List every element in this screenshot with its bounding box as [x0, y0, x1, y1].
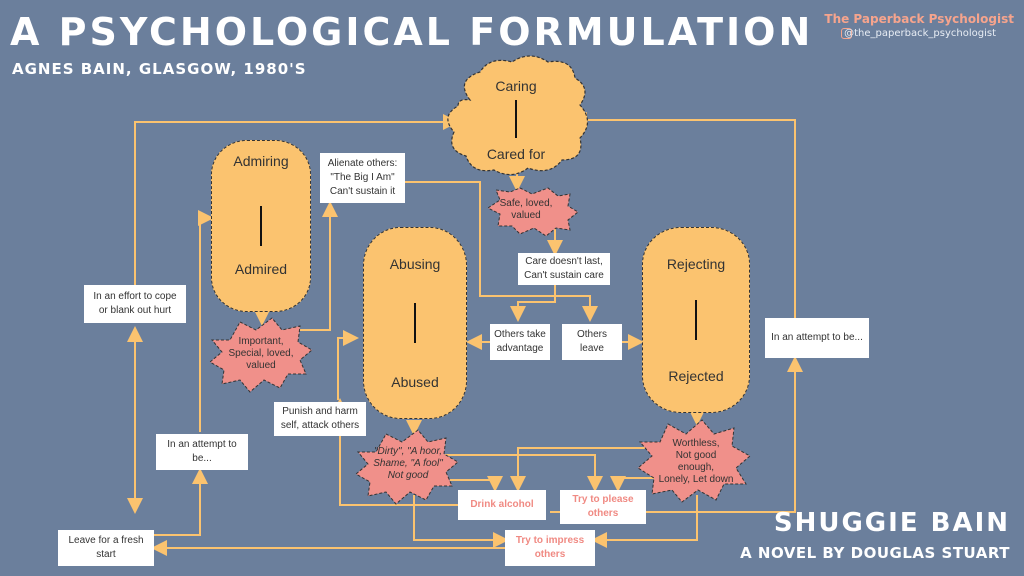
caring-divider — [515, 100, 517, 138]
worthless-burst — [637, 419, 751, 503]
effort-to-cope-text: In an effort to cope or blank out hurt — [93, 291, 177, 316]
arrow-worthless-to-impress — [591, 495, 698, 548]
punish-box: Punish and harm self, attack others — [274, 402, 366, 436]
arrow-dirty-to-drink — [450, 476, 503, 492]
rejecting-node: Rejecting Rejected — [642, 227, 750, 413]
social-handle: @the_paperback_psychologist — [844, 28, 996, 39]
important-burst — [209, 317, 313, 393]
admiring-top-label: Admiring — [233, 153, 289, 169]
attempt-to-be-right-box: In an attempt to be... — [765, 318, 869, 358]
leave-fresh-box: Leave for a fresh start — [58, 530, 154, 566]
page-title: A PSYCHOLOGICAL FORMULATION — [10, 10, 814, 54]
alienate-text: Alienate others: "The Big I Am" Can't su… — [327, 158, 398, 197]
care-doesnt-last-box: Care doesn't last, Can't sustain care — [518, 253, 610, 285]
book-title: SHUGGIE BAIN — [773, 508, 1010, 538]
attempt-to-be-left-box: In an attempt to be... — [156, 434, 248, 470]
try-please-box: Try to please others — [560, 490, 646, 524]
abusing-top-label: Abusing — [389, 256, 441, 272]
others-take-box: Others take advantage — [490, 324, 550, 360]
alienate-box: Alienate others: "The Big I Am" Can't su… — [320, 153, 405, 203]
arrow-attempt-to-caring — [571, 112, 796, 318]
drink-alcohol-text: Drink alcohol — [470, 499, 534, 510]
worthless-label: Worthless, Not good enough, Lonely, Let … — [658, 438, 734, 485]
others-leave-text: Others leave — [576, 329, 607, 354]
dirty-burst — [355, 429, 459, 505]
arrow-worthless-to-please — [610, 476, 660, 492]
arrow-effort-to-caring — [134, 114, 459, 288]
admiring-bottom-label: Admired — [234, 261, 288, 277]
try-impress-text: Try to impress others — [515, 535, 585, 560]
drink-alcohol-box: Drink alcohol — [458, 490, 546, 520]
caring-cloud — [447, 55, 589, 176]
abusing-divider — [414, 303, 416, 343]
attempt-to-be-right-text: In an attempt to be... — [771, 332, 863, 343]
abusing-node: Abusing Abused — [363, 227, 467, 419]
brand-name: The Paperback Psychologist — [824, 12, 1014, 26]
others-take-text: Others take advantage — [494, 329, 546, 354]
arrow-alienate-down — [405, 181, 598, 322]
abusing-bottom-label: Abused — [391, 374, 439, 390]
rejecting-top-label: Rejecting — [666, 256, 726, 272]
effort-to-cope-box: In an effort to cope or blank out hurt — [84, 285, 186, 323]
instagram-icon — [841, 28, 852, 39]
rejecting-divider — [695, 300, 697, 340]
try-impress-box: Try to impress others — [505, 530, 595, 566]
admiring-divider — [260, 206, 262, 246]
arrow-drink-to-punish — [332, 398, 460, 506]
others-leave-box: Others leave — [562, 324, 622, 360]
rejecting-bottom-label: Rejected — [668, 368, 724, 384]
arrow-important-to-alienate — [295, 201, 338, 331]
attempt-to-be-left-text: In an attempt to be... — [167, 439, 237, 464]
punish-text: Punish and harm self, attack others — [280, 406, 360, 431]
page-subtitle: AGNES BAIN, GLASGOW, 1980'S — [12, 60, 307, 78]
caring-bottom-label: Cared for — [486, 146, 546, 162]
dirty-label: "Dirty", "A hoor, Shame, "A fool" Not go… — [373, 446, 443, 481]
arrow-attempt-to-admiring — [198, 210, 214, 432]
arrow-leave-to-attempt — [150, 468, 208, 536]
try-please-text: Try to please others — [572, 494, 634, 519]
safe-loved-label: Safe, loved, valued — [499, 198, 553, 221]
arrow-care-to-others-take — [510, 284, 556, 322]
safe-loved-burst — [487, 187, 579, 237]
arrow-dirty-to-impress — [413, 495, 509, 548]
arrow-worthless-to-drink — [510, 447, 645, 492]
important-label: Important, Special, loved, valued — [228, 336, 294, 371]
admiring-node: Admiring Admired — [211, 140, 311, 312]
caring-top-label: Caring — [495, 78, 537, 94]
arrow-punish-to-abusing — [337, 330, 359, 400]
arrow-dirty-to-please — [445, 454, 603, 492]
leave-fresh-text: Leave for a fresh start — [68, 535, 144, 560]
care-doesnt-last-text: Care doesn't last, Can't sustain care — [524, 256, 604, 281]
book-subtitle: A NOVEL BY DOUGLAS STUART — [740, 544, 1010, 562]
